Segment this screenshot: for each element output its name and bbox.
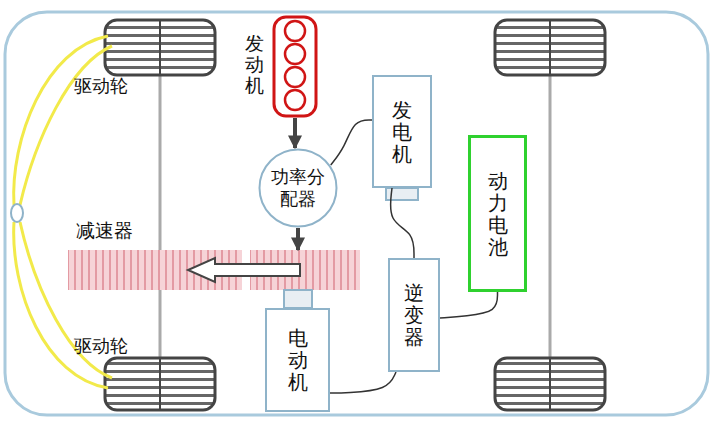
node-label: 动力电池 (488, 170, 508, 258)
node-label: 减速器 (76, 220, 133, 241)
drive-wheel-curve (20, 46, 112, 205)
motor-box: 电动机 (265, 308, 330, 412)
part-label: 驱动轮 (74, 74, 128, 98)
reducer-band: 减速器 (68, 250, 360, 290)
node-label: 发动机 (245, 33, 264, 96)
car-outline (5, 12, 708, 415)
cylinder (285, 21, 305, 41)
cylinder (285, 90, 305, 110)
motor-shaft (284, 290, 312, 308)
wheel (495, 358, 605, 410)
engine-block (274, 17, 316, 116)
flow-arrow (188, 258, 300, 282)
wire (391, 188, 414, 258)
power-split-circle (260, 150, 337, 227)
cylinder (285, 67, 305, 87)
wheel (105, 358, 215, 410)
engine-outline (272, 15, 318, 118)
flow-arrow (293, 118, 297, 148)
node-label: 功率分配器 (269, 166, 327, 209)
engine-block: 发动机 (272, 15, 318, 118)
cylinder (285, 44, 305, 64)
wheel (105, 20, 215, 75)
wire (330, 372, 396, 393)
wire (331, 120, 372, 165)
part-label: 驱动轮 (74, 334, 128, 358)
inverter-box: 逆变器 (388, 258, 440, 372)
drive-wheel-curve (14, 222, 108, 388)
battery-box: 动力电池 (468, 135, 527, 292)
node-label: 发电机 (392, 99, 412, 165)
node-label: 电动机 (288, 327, 308, 393)
front-axle (159, 75, 162, 360)
node-label: 逆变器 (404, 282, 424, 348)
wheel (495, 20, 605, 75)
flow-arrow (296, 228, 300, 250)
power-split-circle: 功率分配器 (258, 148, 338, 228)
rear-axle (549, 75, 552, 360)
generator-box: 发电机 (372, 75, 432, 188)
wire (440, 292, 498, 318)
differential-symbol (11, 204, 23, 222)
